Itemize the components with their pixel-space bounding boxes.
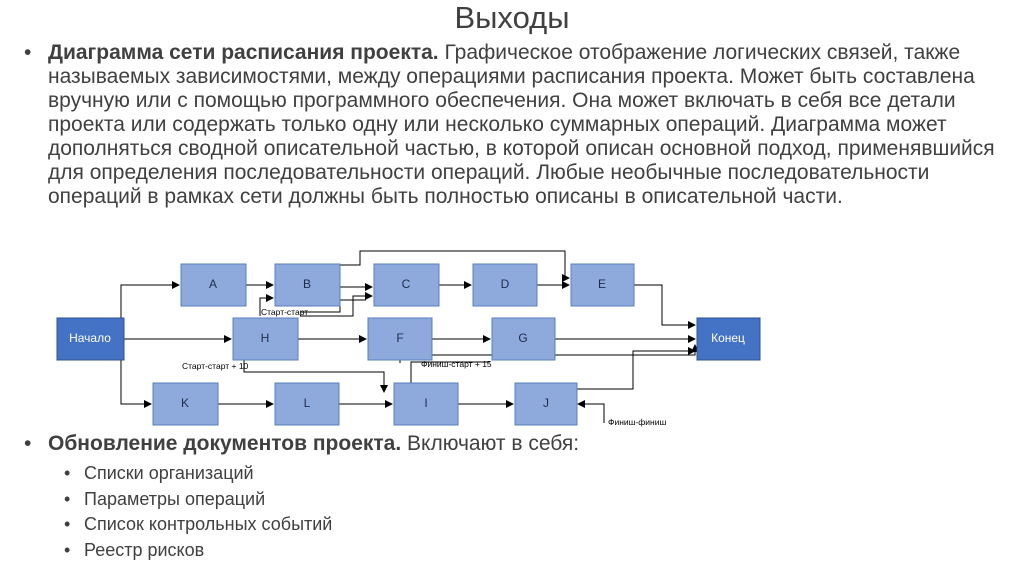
- node-b: B: [274, 263, 341, 307]
- sub-bullet-marker: •: [64, 514, 71, 534]
- sub-list: •Списки организаций •Параметры операций …: [64, 461, 332, 563]
- edge-start-a: [120, 281, 180, 327]
- node-start: Начало: [56, 317, 125, 361]
- node-j: J: [514, 382, 578, 426]
- edge-label-ff: Финиш-финиш: [608, 417, 666, 427]
- edge-b-e: [340, 250, 570, 282]
- bullet-body: Графическое отображение логических связе…: [48, 41, 995, 208]
- sub-bullet-marker: •: [64, 488, 71, 509]
- node-end-label: Конец: [711, 331, 745, 345]
- node-i-label: I: [424, 396, 427, 410]
- sub-item-label: Списки организаций: [84, 463, 254, 483]
- node-h-label: H: [261, 331, 270, 345]
- edge-h-c: [300, 292, 373, 317]
- edge-start-k: [120, 351, 152, 408]
- node-g-label: G: [518, 331, 527, 345]
- node-start-label: Начало: [69, 331, 111, 345]
- slide-title: Выходы: [454, 0, 570, 35]
- node-f: F: [367, 317, 433, 361]
- bullet-marker: •: [24, 432, 32, 455]
- node-e: E: [570, 263, 635, 307]
- node-l: L: [274, 382, 340, 426]
- node-f-label: F: [396, 331, 403, 345]
- bullet-heading: Обновление документов проекта.: [48, 432, 402, 455]
- sub-item-label: Список контрольных событий: [84, 514, 333, 534]
- bullet-marker: •: [24, 41, 32, 64]
- edge-ff: [577, 400, 605, 423]
- node-c-label: C: [402, 277, 411, 291]
- node-c: C: [373, 263, 440, 307]
- node-d: D: [472, 263, 538, 307]
- node-d-label: D: [501, 277, 510, 291]
- node-b-label: B: [303, 277, 311, 291]
- node-end: Конец: [696, 317, 761, 361]
- edge-ss: [259, 294, 274, 316]
- bullet-doc-updates: • Обновление документов проекта. Включаю…: [24, 431, 1009, 457]
- sub-bullet-marker: •: [64, 539, 71, 560]
- node-l-label: L: [304, 396, 311, 410]
- bullet-body: Включают в себя:: [401, 432, 580, 455]
- bullet-text: Диаграмма сети расписания проекта. Графи…: [48, 41, 1009, 209]
- sub-item: • Список контрольных событий: [64, 512, 332, 538]
- bullet-network-diagram: • Диаграмма сети расписания проекта. Гра…: [24, 41, 1009, 209]
- edge-e-end: [634, 284, 696, 329]
- node-h: H: [232, 317, 299, 361]
- edge-h-i: [243, 360, 388, 393]
- edges: [120, 250, 699, 423]
- node-a: A: [180, 263, 247, 307]
- edge-label-ss: Старт-старт: [261, 307, 308, 317]
- sub-item: • Реестр рисков: [64, 538, 332, 564]
- sub-item-label: Реестр рисков: [84, 539, 205, 560]
- edge-i-g-start: [410, 361, 490, 392]
- edge-j-end: [577, 347, 696, 390]
- node-j-label: J: [543, 396, 549, 410]
- node-k-label: K: [181, 396, 189, 410]
- node-e-label: E: [598, 277, 606, 291]
- sub-item: • Параметры операций: [64, 487, 332, 513]
- sub-item: • Списки организаций: [64, 461, 332, 487]
- node-k: K: [152, 382, 219, 426]
- node-i: I: [393, 382, 459, 426]
- bullet-heading: Диаграмма сети расписания проекта.: [48, 41, 439, 64]
- sub-bullet-marker: •: [64, 463, 71, 483]
- edge-label-ss10: Старт-старт + 10: [182, 361, 249, 371]
- node-g: G: [491, 317, 556, 361]
- bullet-text: Обновление документов проекта. Включают …: [48, 431, 1009, 457]
- node-a-label: A: [209, 277, 217, 291]
- sub-item-label: Параметры операций: [84, 488, 266, 509]
- edge-label-fs15: Финиш-старт + 15: [421, 359, 492, 369]
